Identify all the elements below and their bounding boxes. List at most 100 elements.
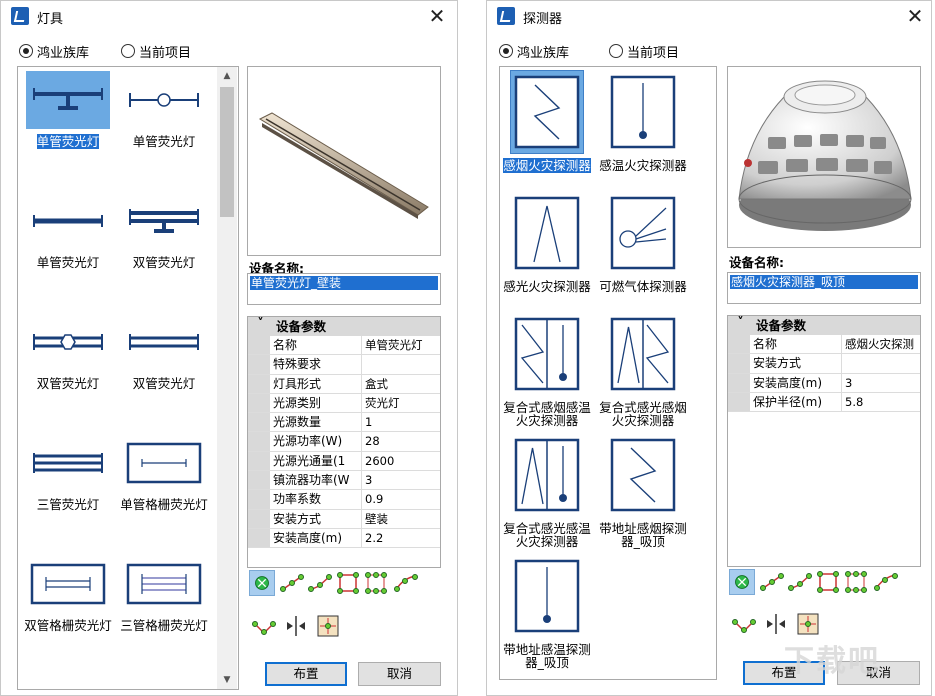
library-item[interactable]: 带地址感烟探测器_吸顶 bbox=[596, 434, 690, 548]
center-place-icon[interactable] bbox=[315, 613, 341, 639]
arc-place-icon[interactable] bbox=[393, 570, 419, 596]
radio-company-library[interactable] bbox=[499, 44, 513, 58]
library-item[interactable]: 感光火灾探测器 bbox=[500, 192, 594, 293]
place-button[interactable]: 布置 bbox=[265, 662, 347, 686]
scroll-down-icon[interactable]: ▼ bbox=[223, 675, 231, 685]
param-value[interactable] bbox=[362, 355, 365, 373]
radio-current-project[interactable] bbox=[121, 44, 136, 58]
library-item[interactable]: 单管格栅荧光灯 bbox=[116, 434, 212, 511]
radio-company-label[interactable]: 鸿业族库 bbox=[37, 45, 90, 61]
library-item-thumb[interactable] bbox=[122, 192, 206, 250]
rect-place-icon[interactable] bbox=[335, 570, 361, 596]
param-value[interactable]: 2600 bbox=[365, 453, 395, 468]
library-item-thumb[interactable] bbox=[607, 434, 679, 516]
param-value[interactable]: 1 bbox=[365, 415, 373, 430]
param-row[interactable]: 安装方式 bbox=[728, 354, 920, 374]
param-row[interactable]: 名称单管荧光灯 bbox=[248, 336, 440, 356]
library-item[interactable]: 双管荧光灯 bbox=[20, 313, 116, 390]
library-item[interactable]: 三管荧光灯 bbox=[20, 434, 116, 511]
param-row[interactable]: 特殊要求 bbox=[248, 355, 440, 375]
param-value[interactable]: 5.8 bbox=[845, 394, 864, 409]
rect-place-icon[interactable] bbox=[815, 569, 841, 595]
grid-place-icon[interactable] bbox=[363, 570, 389, 596]
library-item-thumb[interactable] bbox=[122, 434, 206, 492]
library-item-thumb[interactable] bbox=[607, 71, 679, 153]
param-row[interactable]: 灯具形式盒式 bbox=[248, 374, 440, 394]
close-icon[interactable]: ✕ bbox=[428, 4, 446, 28]
device-name-field[interactable]: 感烟火灾探测器_吸顶 bbox=[727, 272, 921, 304]
grid-place-icon[interactable] bbox=[843, 569, 869, 595]
library-item-thumb[interactable] bbox=[510, 70, 584, 154]
library-item-thumb[interactable] bbox=[26, 71, 110, 129]
library-item[interactable]: 复合式感光感温火灾探测器 bbox=[500, 434, 594, 548]
param-row[interactable]: 安装方式壁装 bbox=[248, 509, 440, 529]
param-value[interactable]: 盒式 bbox=[365, 376, 388, 391]
radio-current-project[interactable] bbox=[609, 44, 624, 58]
single-point-place-icon[interactable] bbox=[729, 569, 755, 595]
library-item-thumb[interactable] bbox=[511, 192, 583, 274]
library-item[interactable]: 复合式感烟感温火灾探测器 bbox=[500, 313, 594, 427]
param-value[interactable]: 壁装 bbox=[365, 511, 388, 526]
center-place-icon[interactable] bbox=[795, 611, 821, 637]
radio-company-library[interactable] bbox=[19, 44, 33, 58]
param-value[interactable]: 3 bbox=[365, 473, 373, 488]
library-item[interactable]: 单管荧光灯 bbox=[20, 192, 116, 269]
library-item[interactable]: 感温火灾探测器 bbox=[596, 71, 690, 172]
library-item[interactable]: 带地址感温探测器_吸顶 bbox=[500, 555, 594, 669]
param-value[interactable]: 0.9 bbox=[365, 492, 384, 507]
corner-place-icon[interactable] bbox=[251, 613, 277, 639]
param-row[interactable]: 安装高度(m)2.2 bbox=[248, 528, 440, 549]
param-row[interactable]: 光源功率(W)28 bbox=[248, 432, 440, 452]
library-item-thumb[interactable] bbox=[122, 313, 206, 371]
param-row[interactable]: 名称感烟火灾探测 bbox=[728, 335, 920, 355]
library-item-thumb[interactable] bbox=[26, 434, 110, 492]
library-item-thumb[interactable] bbox=[607, 313, 679, 395]
cancel-button[interactable]: 取消 bbox=[358, 662, 441, 686]
param-row[interactable]: 保护半径(m)5.8 bbox=[728, 392, 920, 413]
params-header[interactable]: 设备参数 bbox=[248, 317, 440, 336]
line-place-icon[interactable] bbox=[759, 569, 785, 595]
library-item-thumb[interactable] bbox=[607, 192, 679, 274]
library-item[interactable]: 双管格栅荧光灯 bbox=[20, 555, 116, 632]
place-button[interactable]: 布置 bbox=[743, 661, 825, 685]
param-row[interactable]: 光源类别荧光灯 bbox=[248, 393, 440, 414]
mirror-place-icon[interactable] bbox=[763, 611, 789, 637]
library-item[interactable]: 可燃气体探测器 bbox=[596, 192, 690, 293]
library-item-thumb[interactable] bbox=[26, 192, 110, 250]
close-icon[interactable]: ✕ bbox=[906, 4, 924, 28]
mirror-place-icon[interactable] bbox=[283, 613, 309, 639]
arc-place-icon[interactable] bbox=[873, 569, 899, 595]
library-item[interactable]: 三管格栅荧光灯 bbox=[116, 555, 212, 632]
radio-company-label[interactable]: 鸿业族库 bbox=[517, 45, 570, 61]
params-header[interactable]: 设备参数 bbox=[728, 316, 920, 335]
library-item-thumb[interactable] bbox=[511, 313, 583, 395]
library-item[interactable]: 复合式感光感烟火灾探测器 bbox=[596, 313, 690, 427]
library-scrollbar[interactable]: ▲ ▼ bbox=[217, 67, 237, 689]
library-item[interactable]: 双管荧光灯 bbox=[116, 192, 212, 269]
param-value[interactable] bbox=[842, 354, 845, 372]
line-place-icon[interactable] bbox=[279, 570, 305, 596]
library-item[interactable]: 单管荧光灯 bbox=[20, 71, 116, 149]
cancel-button[interactable]: 取消 bbox=[837, 661, 920, 685]
library-item-thumb[interactable] bbox=[26, 313, 110, 371]
param-value[interactable]: 3 bbox=[845, 375, 853, 390]
polyline-place-icon[interactable] bbox=[787, 569, 813, 595]
radio-project-label[interactable]: 当前项目 bbox=[627, 45, 680, 61]
scroll-up-icon[interactable]: ▲ bbox=[223, 71, 231, 81]
corner-place-icon[interactable] bbox=[731, 611, 757, 637]
single-point-place-icon[interactable] bbox=[249, 570, 275, 596]
library-item[interactable]: 感烟火灾探测器 bbox=[500, 70, 594, 173]
library-item[interactable]: 双管荧光灯 bbox=[116, 313, 212, 390]
device-name-field[interactable]: 单管荧光灯_壁装 bbox=[247, 273, 441, 305]
scroll-thumb[interactable] bbox=[220, 87, 234, 217]
library-item-thumb[interactable] bbox=[122, 555, 206, 613]
param-value[interactable]: 28 bbox=[365, 434, 380, 449]
param-value[interactable]: 2.2 bbox=[365, 530, 384, 545]
radio-project-label[interactable]: 当前项目 bbox=[139, 45, 192, 61]
param-value[interactable]: 单管荧光灯 bbox=[365, 338, 423, 352]
param-value[interactable]: 荧光灯 bbox=[365, 395, 400, 410]
